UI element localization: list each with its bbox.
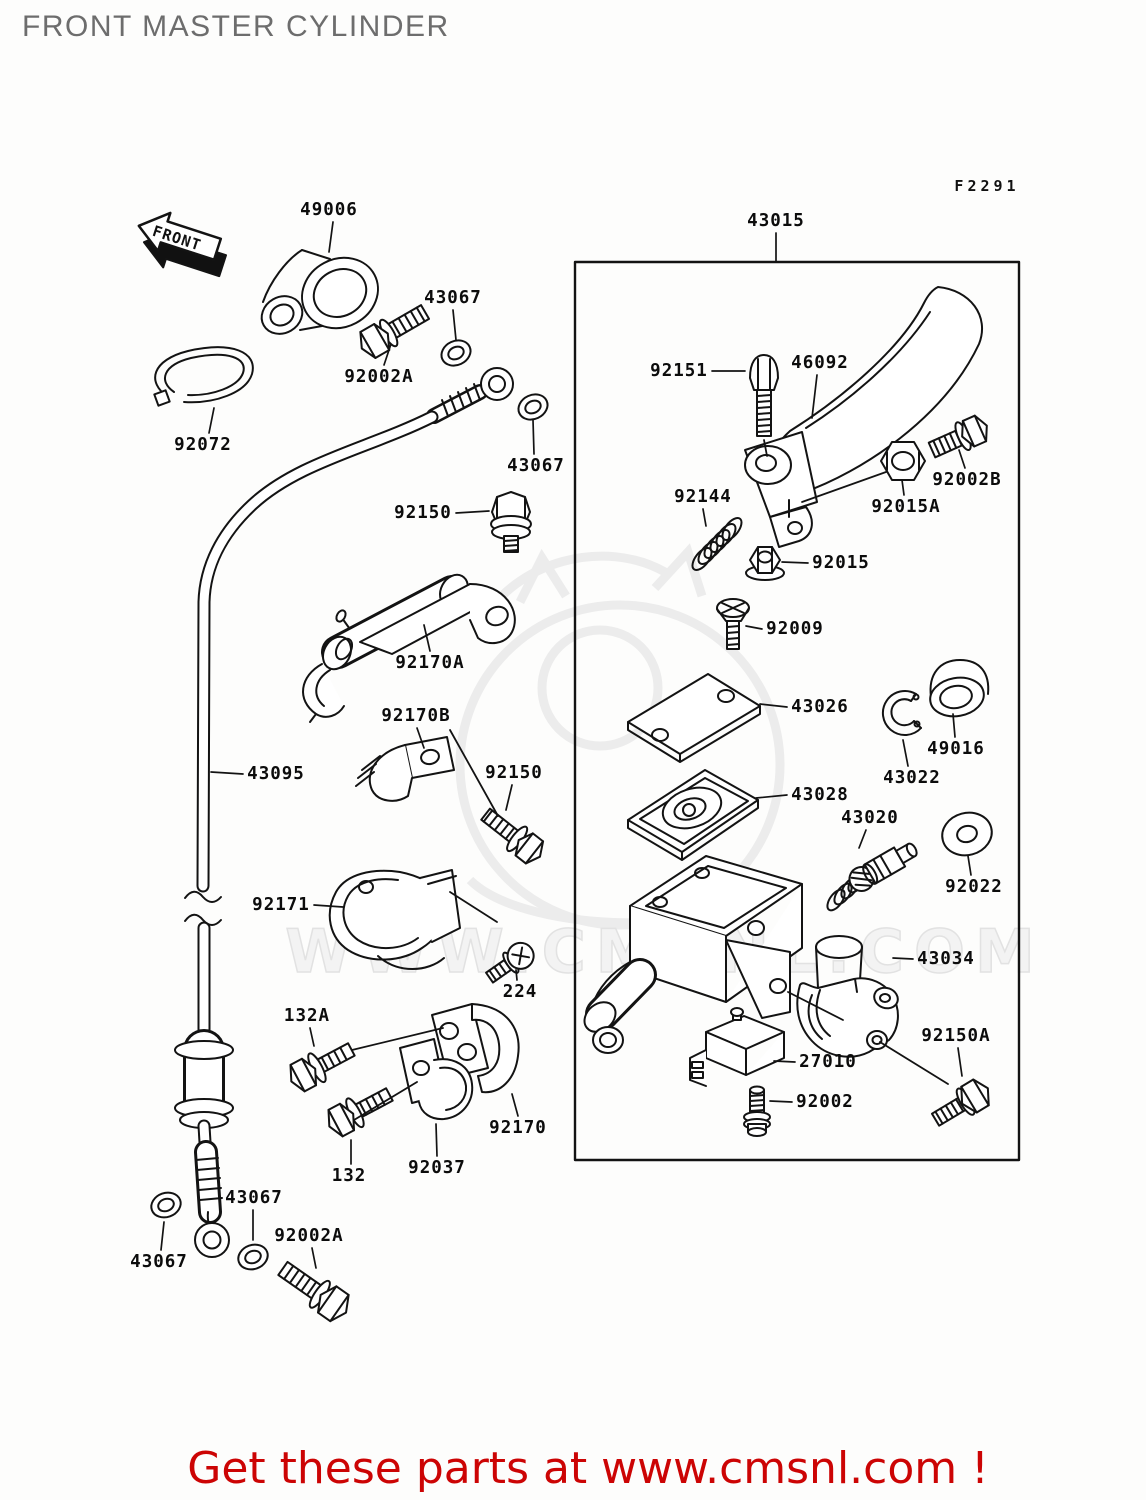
drawing-46092-lever [744,286,984,548]
leader-43034 [892,957,914,960]
leader-43020 [858,829,867,849]
leader-132A [309,1027,315,1047]
leader-92170 [511,1093,519,1117]
drawing-43067-washer-1 [440,339,472,367]
leader-43022 [902,739,909,767]
leader-49006 [328,221,334,253]
drawing-92002A-bolt-bottom [277,1260,350,1323]
drawing-92171-clamp [328,869,461,970]
leader-92150 [455,510,490,514]
leader-46092 [811,374,818,419]
drawing-92002-bleeder [743,1085,771,1137]
leader-43095 [210,771,244,775]
drawing-92150A-bolt [930,1078,990,1127]
drawing-92072-band [153,346,254,407]
leader-43026 [759,703,788,708]
drawing-224-screw [485,941,535,984]
label-leader-lines [160,221,972,1269]
drawing-49006-joint [260,249,379,335]
drawing-43034-holder [796,935,899,1058]
drawing-49016-boot [929,659,990,718]
assembly-lines [351,439,949,1121]
leader-92002 [769,1100,793,1103]
drawing-43028-diaphragm [627,769,759,861]
footer-banner: Get these parts at www.cmsnl.com ! [187,1443,989,1494]
leader-92009 [745,625,763,630]
drawing-92015-nut [745,546,785,581]
drawing-92002A-bolt-top [359,304,431,359]
drawing-43095-hose [174,367,514,1258]
leader-43067 [160,1221,165,1251]
leader-92022 [967,855,972,876]
leader-43028 [755,794,788,799]
figure-code: F2291 [954,177,1020,195]
drawing-92170B-bracket [355,736,455,802]
drawing-43067-washer-4 [237,1243,269,1271]
drawing-92144-spring [691,517,743,571]
drawing-43067-washer-2 [517,393,549,421]
leader-92002B [958,449,966,469]
drawing-132-bolt [327,1087,394,1138]
leader-43067 [452,309,457,341]
leader-92002A [311,1247,317,1269]
drawing-92150-bolt-1 [490,491,532,553]
leader-92150 [505,784,513,811]
leader-92015A [901,479,905,496]
leader-92037 [435,1123,438,1157]
leader-92170B [416,727,425,749]
page-title: FRONT MASTER CYLINDER [22,10,450,43]
drawing-43026-cap [627,673,761,763]
leader-224 [515,969,518,981]
drawing-92170A-bracket [302,573,516,723]
drawing-92015A-nut [880,441,926,481]
assembly-box-43015 [573,260,1021,1162]
leader-92015 [781,561,809,564]
drawing-92150-bolt-2 [480,807,545,865]
leader-49016 [952,713,956,738]
leader-43067 [532,419,535,455]
leader-92144 [702,508,707,527]
drawing-92151-bolt [749,354,779,437]
leader-92072 [208,407,215,434]
drawing-92009-screw [716,598,750,650]
drawing-132A-bolt [289,1042,356,1093]
drawing-master-cylinder-body [583,855,803,1054]
drawing-27010-switch [689,1007,785,1087]
drawing-43022-circlip [881,690,922,736]
leader-92170A [423,624,431,652]
drawing-43020-piston [826,842,918,912]
leader-92002A [383,343,392,366]
leader-92150A [957,1047,963,1077]
drawing-92022-washer [941,811,993,857]
leader-27010 [773,1060,796,1063]
front-arrow-icon: FRONT [137,211,228,278]
drawing-92002B-bolt [927,414,988,459]
leader-92171 [313,904,344,908]
drawing-43067-washer-3 [150,1191,182,1219]
drawing-92037-clamp [399,1038,474,1121]
